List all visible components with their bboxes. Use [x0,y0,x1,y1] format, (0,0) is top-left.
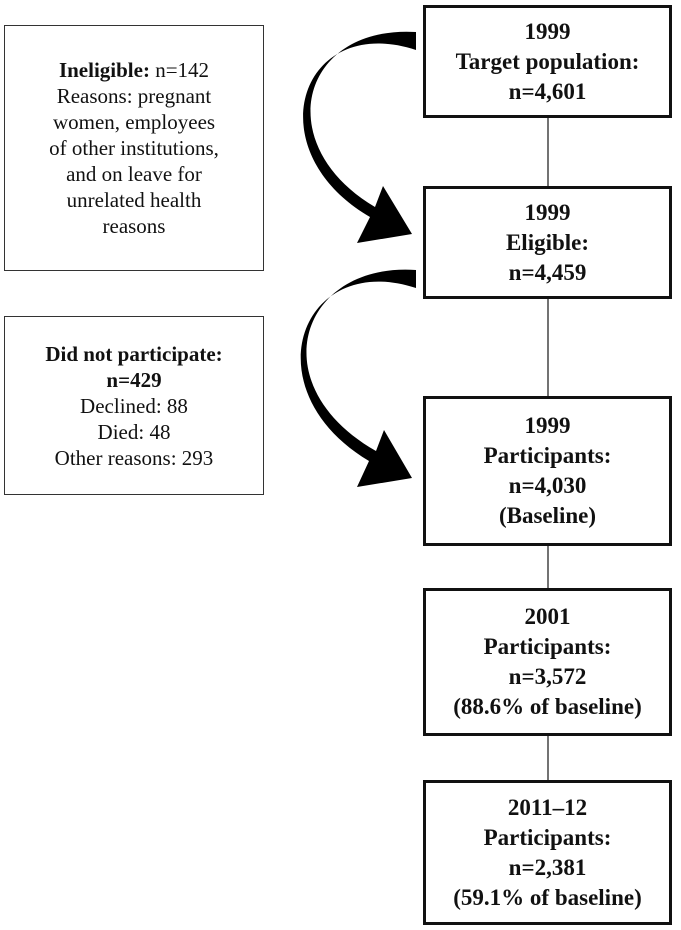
stage-label: Eligible: [505,229,590,255]
stage-year: 1999 [524,413,571,438]
stage-label: Target population: [455,48,640,74]
stage-box-target-population: 1999 Target population: n=4,601 [423,5,672,118]
stage-count: n=3,572 [508,664,587,689]
stage-box-eligible: 1999 Eligible: n=4,459 [423,186,672,299]
nonparticipation-reason-line: Declined: 88 [80,393,188,418]
stage-year: 2011–12 [507,794,588,820]
nonparticipation-reason-line: Died: 48 [97,419,171,444]
ineligible-count: n=142 [155,58,210,82]
nonparticipation-reason-line: Other reasons: 293 [54,445,214,470]
stage-year: 1999 [524,18,571,44]
stage-note: (88.6% of baseline) [453,694,642,719]
stage-note: (59.1% of baseline) [453,884,642,910]
curved-arrow-ineligible [303,31,416,244]
nonparticipation-count: n=429 [106,367,162,392]
ineligible-title: Ineligible: [58,58,150,82]
stage-year: 2001 [524,604,571,629]
ineligible-reason-line: Reasons: pregnant [56,84,212,108]
ineligible-reason-line: unrelated health [66,188,202,212]
stage-label: Participants: [483,634,612,659]
ineligible-reason-line: and on leave for [66,162,202,186]
stage-year: 1999 [524,199,571,225]
ineligible-reason-line: of other institutions, [49,136,219,160]
stage-count: n=4,459 [508,259,587,285]
stage-box-2001-participants: 2001 Participants: n=3,572 (88.6% of bas… [423,588,672,736]
stage-box-baseline-participants: 1999 Participants: n=4,030 (Baseline) [423,396,672,546]
stage-note: (Baseline) [498,503,597,528]
stage-box-2011-participants: 2011–12 Participants: n=2,381 (59.1% of … [423,780,672,925]
nonparticipation-title: Did not participate: [45,341,223,366]
ineligible-reason-line: women, employees [52,110,216,134]
ineligible-box: Ineligible: n=142 Reasons: pregnant wome… [4,25,264,271]
stage-count: n=4,030 [508,473,587,498]
nonparticipation-box: Did not participate: n=429 Declined: 88 … [4,316,264,495]
curved-arrow-nonparticipation [300,269,416,487]
ineligible-header: Ineligible: n=142 [59,57,209,83]
stage-label: Participants: [483,443,612,468]
stage-count: n=4,601 [508,78,587,104]
stage-count: n=2,381 [508,854,587,880]
stage-label: Participants: [483,824,612,850]
ineligible-reason-line: reasons [102,214,166,238]
